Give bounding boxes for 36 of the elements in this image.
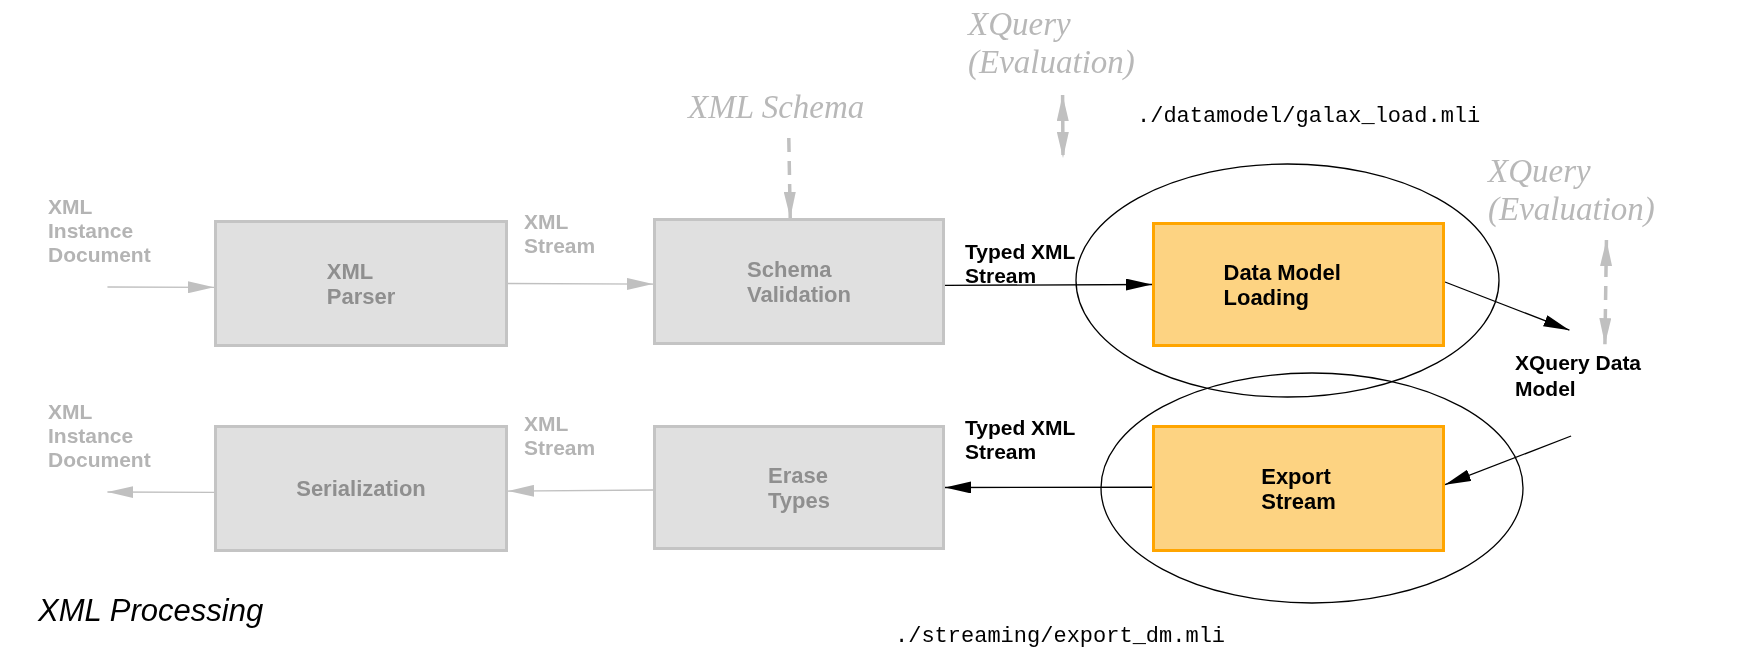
arrow <box>507 484 654 497</box>
box-label: Data Model Loading <box>1223 259 1342 310</box>
arrow <box>1599 239 1613 345</box>
arrow <box>106 281 215 294</box>
file-path: ./streaming/export_dm.mli <box>895 623 1226 651</box>
arrow <box>944 481 1153 494</box>
file-path: ./datamodel/galax_load.mli <box>1137 103 1481 131</box>
text-label: XML Instance Document <box>48 400 151 472</box>
box-label: XML Parser <box>326 258 396 309</box>
process-box <box>214 425 508 552</box>
process-box <box>1152 222 1445 347</box>
text-label: XQuery (Evaluation) <box>968 5 1135 81</box>
text-label: XQuery Data Model <box>1515 350 1643 402</box>
title: XML Processing <box>38 592 264 630</box>
text-label: XML Instance Document <box>48 195 151 267</box>
arrow <box>507 278 654 290</box>
box-label: Serialization <box>296 476 426 501</box>
text-label: XQuery (Evaluation) <box>1488 152 1655 228</box>
edge-label: Typed XML Stream <box>965 240 1077 288</box>
arrow <box>1444 281 1571 332</box>
arrow <box>944 278 1153 291</box>
arrow <box>106 486 215 499</box>
arrow <box>784 137 796 219</box>
edge-label: XML Stream <box>524 210 596 258</box>
process-box <box>214 220 508 347</box>
box-label: Erase Types <box>768 462 830 513</box>
process-box <box>1152 425 1445 552</box>
box-label: Export Stream <box>1261 463 1336 514</box>
box-label: Schema Validation <box>747 256 851 307</box>
process-box <box>653 218 945 345</box>
text-label: XML Schema <box>688 88 866 126</box>
arrow <box>1056 95 1069 158</box>
arrow <box>1444 435 1572 486</box>
edge-label: Typed XML Stream <box>965 416 1077 464</box>
edge-label: XML Stream <box>524 412 596 460</box>
process-box <box>653 425 945 550</box>
